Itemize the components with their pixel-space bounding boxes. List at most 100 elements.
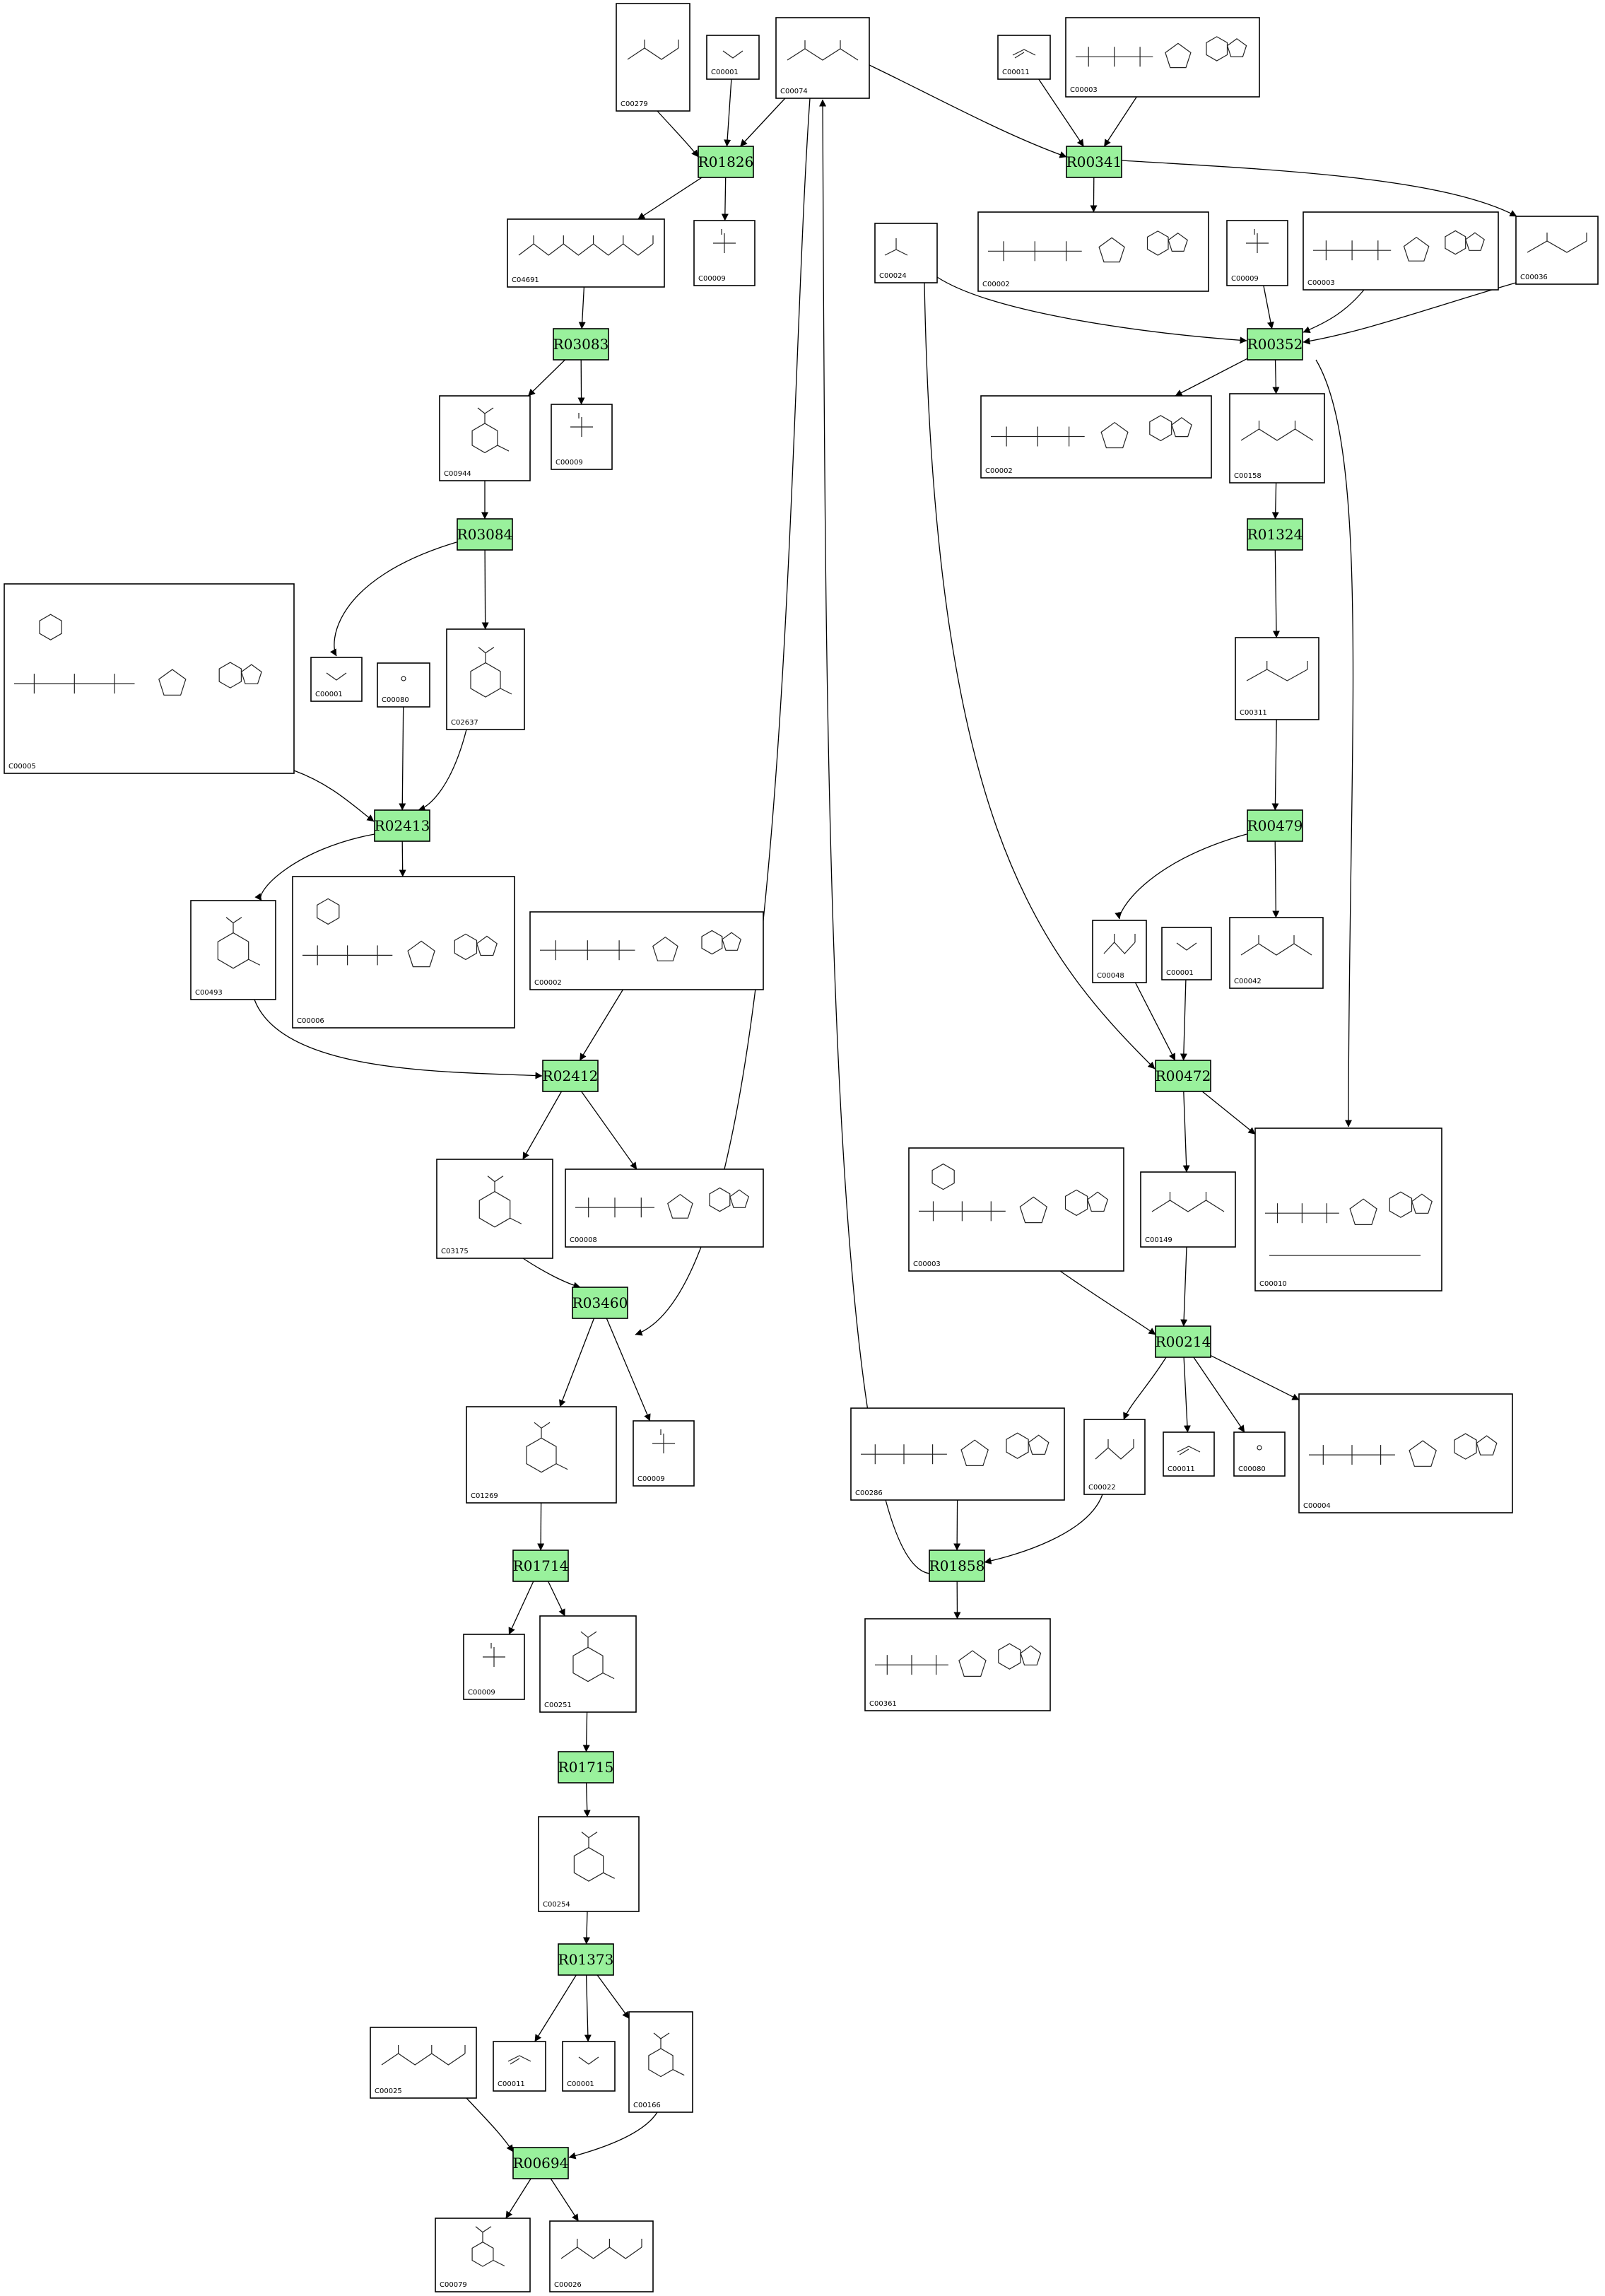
compound-node[interactable]: C00251 xyxy=(539,1615,637,1713)
chain-structure-icon xyxy=(1240,421,1314,441)
compound-node[interactable]: C00010 xyxy=(1254,1128,1442,1292)
phosphate-structure-icon xyxy=(570,413,593,437)
compound-id-label: C00002 xyxy=(985,467,1013,475)
compound-node[interactable]: C00944 xyxy=(439,395,531,481)
compound-node[interactable]: C00286 xyxy=(850,1407,1065,1501)
compound-node[interactable]: C00080 xyxy=(1233,1431,1286,1477)
compound-node[interactable]: C00011 xyxy=(1163,1431,1215,1477)
compound-node[interactable]: C00493 xyxy=(190,900,276,1000)
edge-R00341-to-C00036 xyxy=(1121,160,1517,217)
compound-box xyxy=(1303,211,1499,291)
water-structure-icon xyxy=(722,50,743,59)
reaction-node[interactable]: R00472 xyxy=(1155,1060,1211,1092)
compound-id-label: C04691 xyxy=(512,276,539,284)
reaction-node[interactable]: R00352 xyxy=(1247,328,1303,361)
reaction-node[interactable]: R02413 xyxy=(374,809,430,842)
reaction-node[interactable]: R03460 xyxy=(572,1287,628,1319)
reaction-box xyxy=(1066,146,1122,178)
compound-node[interactable]: C00008 xyxy=(565,1168,764,1248)
nucleotide-large-structure-icon xyxy=(14,614,262,696)
phosphoenolpyruvate-structure-icon xyxy=(787,40,859,61)
compound-node[interactable]: C00166 xyxy=(628,2011,693,2113)
chain-structure-icon xyxy=(1240,935,1312,956)
compound-node[interactable]: C00158 xyxy=(1229,393,1325,484)
edge-C00003a-to-R00341 xyxy=(1103,96,1137,147)
compound-node[interactable]: C00279 xyxy=(616,3,690,112)
compound-node[interactable]: C02637 xyxy=(446,628,525,730)
reaction-node[interactable]: R03083 xyxy=(553,328,609,361)
compound-node[interactable]: C00001 xyxy=(562,2041,616,2092)
reaction-box xyxy=(1247,809,1303,842)
ring-acid-structure-icon xyxy=(471,407,510,454)
compound-id-label: C00080 xyxy=(1238,1465,1266,1473)
compound-node[interactable]: C00002 xyxy=(980,395,1212,479)
edge-C00074-to-R00341 xyxy=(869,64,1067,158)
compound-node[interactable]: C00026 xyxy=(549,2220,654,2292)
compound-node[interactable]: C00009 xyxy=(693,220,756,286)
compound-node[interactable]: C00001 xyxy=(1161,927,1212,980)
compound-node[interactable]: C00001 xyxy=(706,35,760,80)
reaction-node[interactable]: R01373 xyxy=(558,1943,614,1976)
compound-node[interactable]: C00036 xyxy=(1515,216,1599,285)
reaction-id-label: R01324 xyxy=(1247,526,1303,543)
compound-node[interactable]: C00002 xyxy=(529,911,764,990)
compound-node[interactable]: C03175 xyxy=(436,1159,553,1259)
compound-node[interactable]: C01269 xyxy=(466,1406,617,1504)
compound-id-label: C00036 xyxy=(1520,274,1548,281)
compound-node[interactable]: C00002 xyxy=(977,211,1209,292)
compound-node[interactable]: C00074 xyxy=(775,17,870,99)
compound-node[interactable]: C00004 xyxy=(1298,1393,1513,1513)
compound-node[interactable]: C00011 xyxy=(493,2041,546,2092)
reaction-node[interactable]: R01324 xyxy=(1247,518,1303,551)
compound-node[interactable]: C00001 xyxy=(310,657,363,702)
co2-structure-icon xyxy=(1012,49,1036,59)
compound-node[interactable]: C00149 xyxy=(1140,1171,1236,1248)
compound-node[interactable]: C00024 xyxy=(874,223,938,283)
compound-box xyxy=(493,2041,546,2092)
reaction-node[interactable]: R01715 xyxy=(558,1751,614,1784)
compound-node[interactable]: C00003 xyxy=(908,1147,1124,1272)
reaction-id-label: R00694 xyxy=(513,2155,569,2172)
reaction-node[interactable]: R01858 xyxy=(929,1550,985,1582)
compound-node[interactable]: C00361 xyxy=(864,1618,1051,1711)
compound-node[interactable]: C00022 xyxy=(1083,1419,1146,1495)
compound-node[interactable]: C00003 xyxy=(1065,17,1260,98)
edge-R01826-to-C00009a xyxy=(721,177,729,221)
compound-node[interactable]: C00025 xyxy=(370,2027,477,2099)
compound-id-label: C00361 xyxy=(869,1700,897,1708)
edge-R02413-to-C00493 xyxy=(254,833,375,901)
reaction-node[interactable]: R01714 xyxy=(512,1550,569,1582)
reaction-node[interactable]: R00341 xyxy=(1066,146,1122,178)
compound-node[interactable]: C00079 xyxy=(435,2218,531,2292)
reaction-node[interactable]: R02412 xyxy=(542,1060,599,1092)
edge-R03084-to-C02637 xyxy=(481,549,489,630)
compound-node[interactable]: C00311 xyxy=(1235,637,1319,720)
reaction-node[interactable]: R00479 xyxy=(1247,809,1303,842)
reaction-node[interactable]: R01826 xyxy=(698,146,754,178)
compound-id-label: C00003 xyxy=(913,1260,941,1268)
compound-node[interactable]: C00042 xyxy=(1229,917,1324,989)
compound-node[interactable]: C00009 xyxy=(551,404,613,470)
compound-node[interactable]: C00009 xyxy=(633,1420,695,1487)
compound-node[interactable]: C04691 xyxy=(507,218,665,288)
compound-node[interactable]: C00080 xyxy=(377,662,430,708)
compound-node[interactable]: C00009 xyxy=(1226,220,1288,286)
reaction-node[interactable]: R00694 xyxy=(512,2147,569,2179)
reaction-node[interactable]: R03084 xyxy=(457,518,513,551)
compound-node[interactable]: C00005 xyxy=(4,583,295,774)
nucleotide-structure-icon xyxy=(875,1643,1042,1677)
edge-R00479-to-C00048 xyxy=(1115,833,1247,920)
compound-id-label: C00254 xyxy=(543,1901,570,1909)
nucleotide-structure-icon xyxy=(861,1432,1050,1466)
reaction-node[interactable]: R00214 xyxy=(1155,1325,1211,1358)
nucleotide-structure-icon xyxy=(575,1187,750,1219)
compound-box xyxy=(1515,216,1599,285)
reaction-box xyxy=(553,328,609,361)
compound-node[interactable]: C00009 xyxy=(463,1634,525,1700)
edge-C00048-to-R00472 xyxy=(1134,982,1176,1061)
compound-node[interactable]: C00006 xyxy=(292,876,515,1029)
compound-node[interactable]: C00011 xyxy=(997,35,1051,80)
compound-node[interactable]: C00003 xyxy=(1303,211,1499,291)
compound-node[interactable]: C00048 xyxy=(1092,920,1147,983)
compound-node[interactable]: C00254 xyxy=(538,1816,640,1912)
